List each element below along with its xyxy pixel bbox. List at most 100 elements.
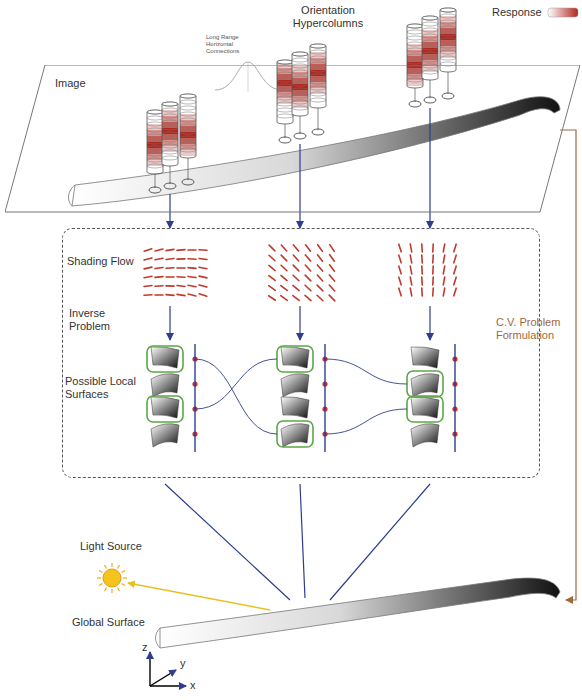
disc-edge bbox=[180, 118, 196, 122]
flow-dash bbox=[177, 267, 185, 269]
flow-dash bbox=[399, 266, 401, 274]
column-disc bbox=[440, 22, 456, 28]
flow-dash bbox=[155, 285, 163, 287]
surface-patch bbox=[411, 347, 439, 368]
column-disc bbox=[147, 160, 163, 166]
flow-dash bbox=[443, 266, 444, 274]
flow-dash bbox=[329, 285, 334, 291]
disc-edge bbox=[292, 88, 308, 92]
flow-dash bbox=[155, 276, 163, 278]
flow-dash bbox=[329, 295, 335, 301]
disc-edge bbox=[180, 124, 196, 128]
column-disc bbox=[180, 150, 196, 156]
axis-label: z bbox=[142, 641, 148, 654]
disc-edge bbox=[310, 56, 326, 60]
annotation: Long Range Horizontal Connections bbox=[206, 34, 246, 56]
disc-edge bbox=[440, 56, 456, 60]
surface-patch bbox=[411, 397, 439, 418]
image-surface bbox=[72, 97, 560, 206]
annotation: Orientation Hypercolumns bbox=[282, 4, 374, 30]
surface-patch bbox=[411, 374, 439, 397]
disc-edge bbox=[147, 110, 163, 114]
flow-dash bbox=[421, 266, 423, 274]
column-disc bbox=[407, 50, 423, 56]
solution-axis bbox=[454, 344, 455, 452]
flow-dash bbox=[410, 288, 411, 296]
flow-dash bbox=[177, 249, 185, 251]
flow-dash bbox=[443, 255, 444, 263]
column-disc bbox=[162, 128, 178, 134]
flow-dash bbox=[155, 294, 163, 296]
receptive-field bbox=[279, 137, 291, 143]
disc-edge bbox=[162, 156, 178, 160]
column-disc bbox=[310, 70, 326, 76]
column-disc bbox=[310, 82, 326, 88]
disc-edge bbox=[407, 78, 423, 82]
column-disc bbox=[407, 32, 423, 38]
sun-ray bbox=[111, 563, 112, 567]
column-disc bbox=[407, 44, 423, 50]
column-disc bbox=[180, 138, 196, 144]
cv-link bbox=[560, 130, 576, 600]
global-curl bbox=[156, 628, 161, 648]
compatibility-curve bbox=[195, 359, 277, 434]
disc-edge bbox=[440, 20, 456, 24]
hypercolumn bbox=[147, 110, 163, 174]
disc-edge bbox=[162, 126, 178, 130]
flow-dash bbox=[410, 255, 411, 263]
column-disc bbox=[407, 74, 423, 80]
disc-edge bbox=[440, 44, 456, 48]
disc-edge bbox=[292, 94, 308, 98]
column-disc bbox=[440, 34, 456, 40]
flow-dash bbox=[293, 285, 299, 290]
disc-edge bbox=[277, 72, 293, 76]
column-disc bbox=[422, 72, 438, 78]
column-disc bbox=[422, 24, 438, 30]
flow-dash bbox=[155, 258, 163, 260]
disc-edge bbox=[440, 8, 456, 12]
column-disc bbox=[422, 54, 438, 60]
disc-edge bbox=[147, 164, 163, 168]
axis-label: y bbox=[180, 657, 186, 670]
column-disc bbox=[422, 66, 438, 72]
flow-dash bbox=[177, 276, 185, 278]
disc-edge bbox=[407, 72, 423, 76]
column-disc bbox=[277, 98, 293, 104]
image-plane: Image bbox=[5, 65, 580, 213]
disc-edge bbox=[440, 50, 456, 54]
receptive-field bbox=[409, 101, 421, 107]
disc-edge bbox=[422, 70, 438, 74]
compatibility-curve bbox=[325, 359, 407, 384]
column-disc bbox=[180, 108, 196, 114]
column-top bbox=[407, 24, 423, 28]
flow-dash bbox=[305, 285, 311, 290]
flow-dash bbox=[166, 276, 174, 278]
flow-dash bbox=[199, 249, 207, 251]
gaussian-curve bbox=[215, 62, 282, 90]
disc-edge bbox=[407, 30, 423, 34]
disc-edge bbox=[422, 28, 438, 32]
column-disc bbox=[147, 142, 163, 148]
flow-dash bbox=[281, 286, 287, 291]
flow-dash bbox=[188, 294, 196, 296]
column-top bbox=[277, 60, 293, 64]
disc-edge bbox=[407, 48, 423, 52]
flow-dash bbox=[443, 244, 444, 252]
column-top bbox=[292, 52, 308, 56]
sun-ray bbox=[99, 571, 102, 573]
stage-label: Image bbox=[55, 77, 86, 90]
flow-dash bbox=[281, 265, 287, 270]
column-disc bbox=[292, 78, 308, 84]
curve-axis bbox=[248, 62, 249, 92]
disc-edge bbox=[422, 46, 438, 50]
column-disc bbox=[147, 124, 163, 130]
column-disc bbox=[162, 134, 178, 140]
surface-patch bbox=[281, 397, 309, 418]
column-outline bbox=[422, 18, 438, 80]
disc-edge bbox=[407, 54, 423, 58]
flow-dash bbox=[155, 267, 163, 268]
disc-edge bbox=[162, 138, 178, 142]
annotation: C.V. Problem Formulation bbox=[496, 316, 572, 342]
selected-patch bbox=[407, 371, 443, 397]
